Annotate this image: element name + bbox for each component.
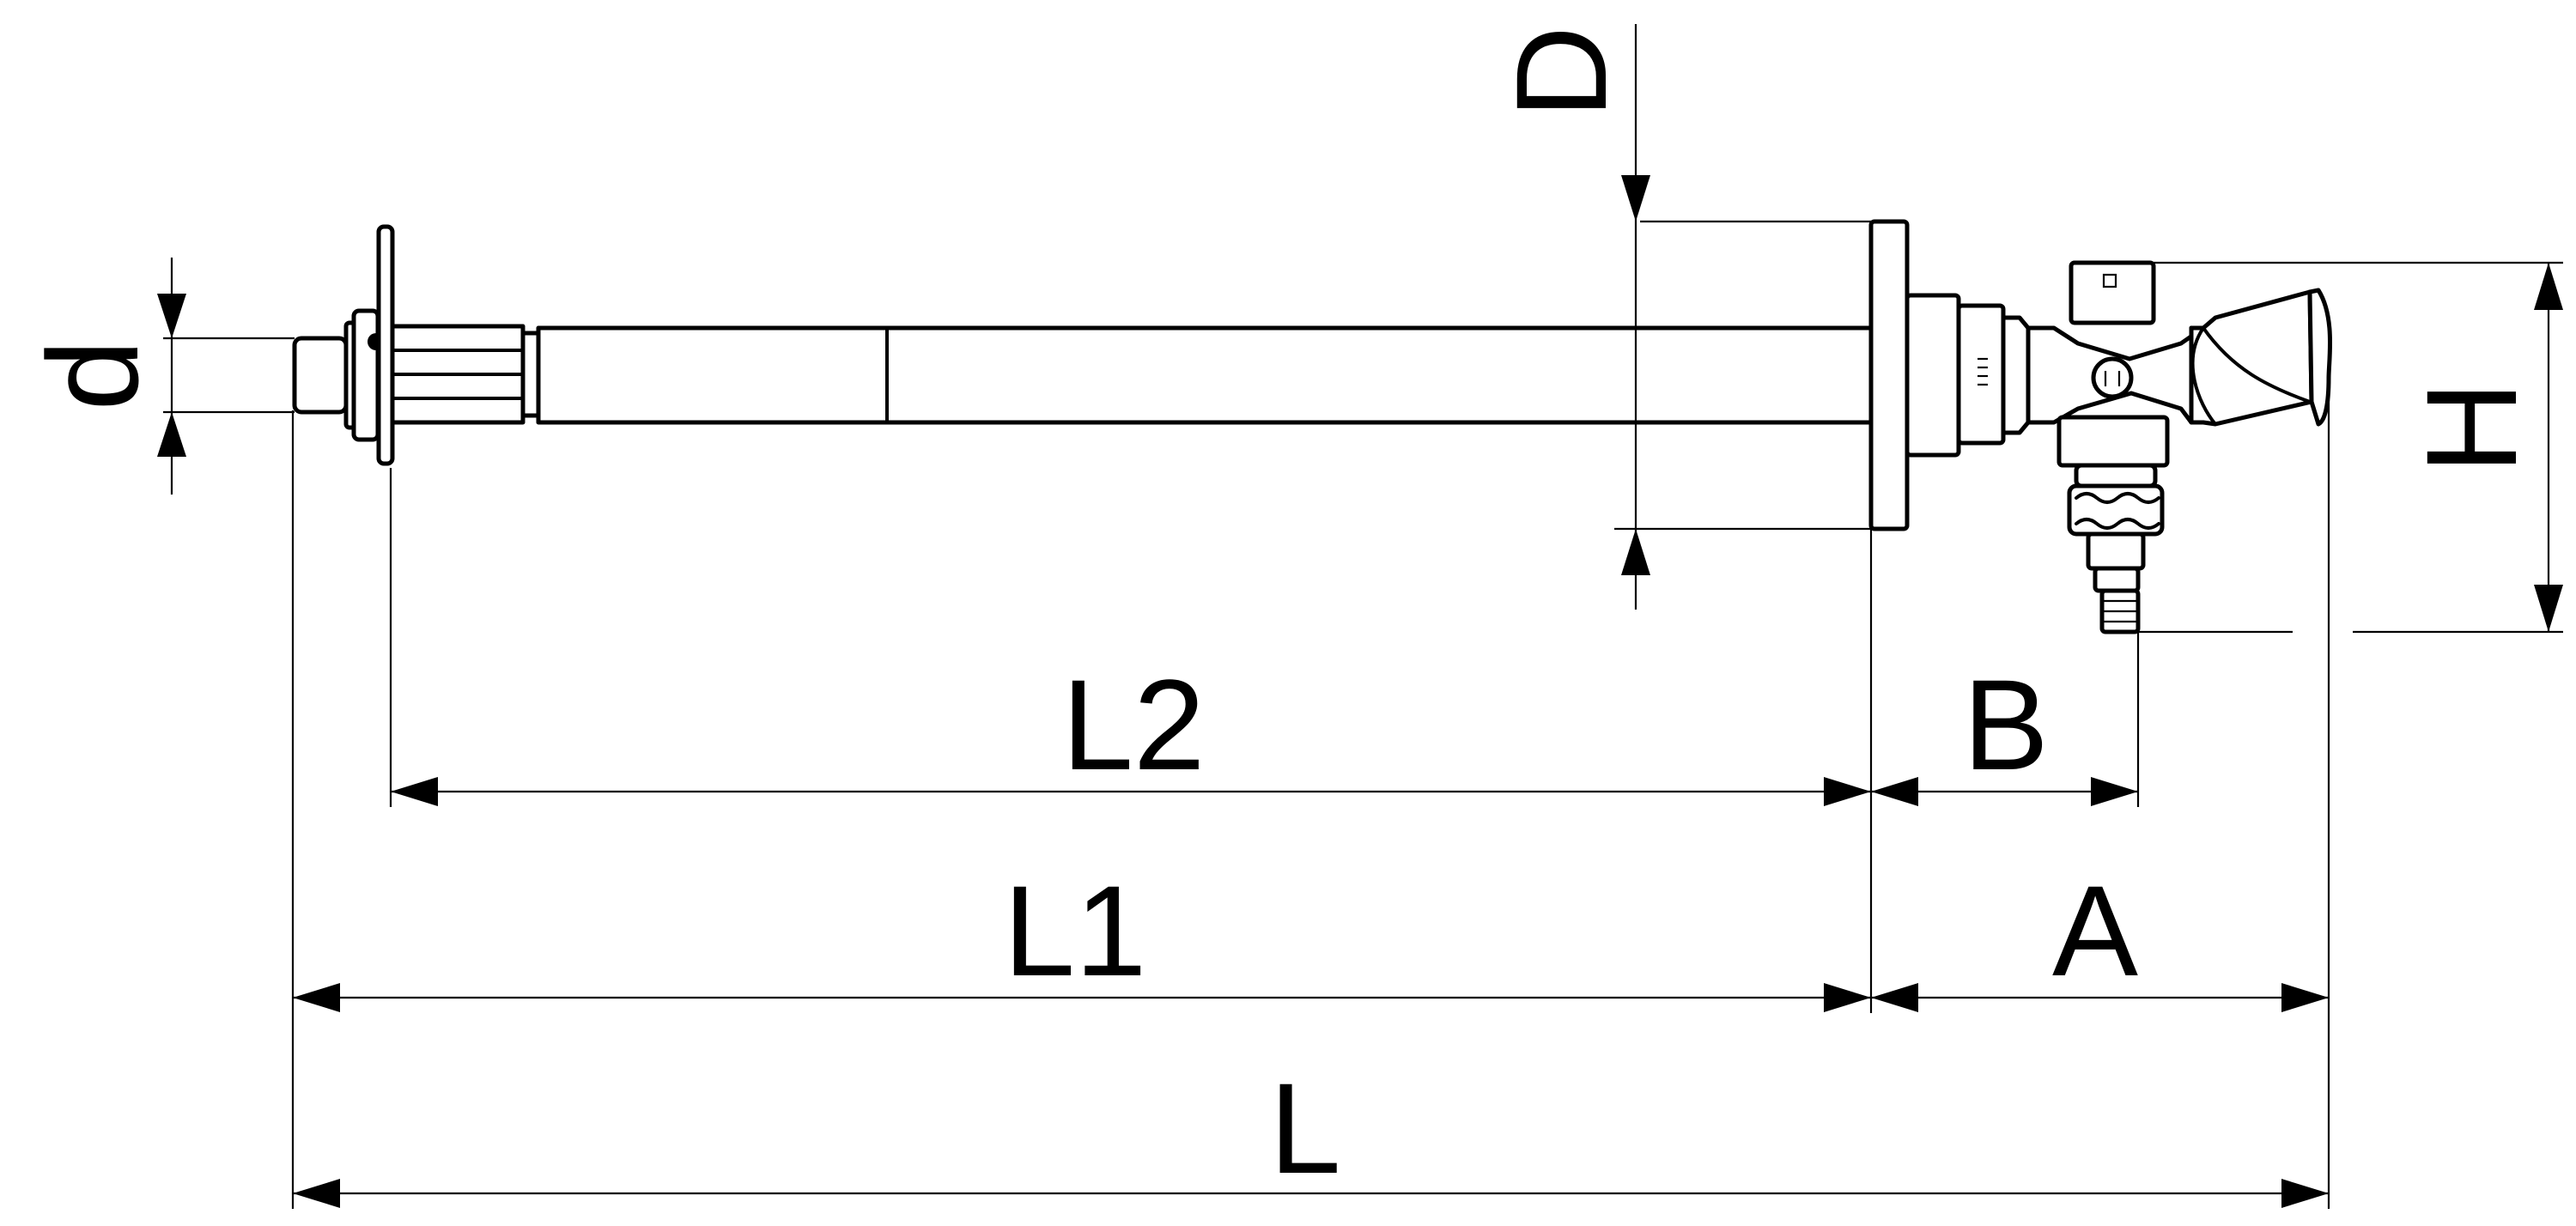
arrow-d-small-bottom [157,412,186,457]
arrow-l-right [2281,1179,2329,1208]
label-d-small: d [21,339,165,410]
arrow-l1-right [1824,983,1871,1012]
arrow-a-right [2281,983,2329,1012]
arrow-d-small-top [157,294,186,338]
label-b: B [1963,652,2049,797]
arrow-h-top [2534,263,2563,310]
faucet-body [292,219,2333,634]
arrow-b-left [1871,777,1918,806]
arrow-b-right [2091,777,2138,806]
arrow-d-bottom [1621,529,1650,575]
arrow-d-top [1621,175,1650,222]
label-a: A [2052,859,2138,1003]
label-l2: L2 [1062,652,1206,797]
arrow-h-bottom [2534,585,2563,632]
dimension-lines [157,24,2563,1209]
dimension-labels: L2 B L1 A L D H d [21,26,2543,1200]
arrow-a-left [1871,983,1918,1012]
label-l: L [1269,1056,1340,1200]
arrow-l-left [293,1179,340,1208]
arrow-l1-left [293,983,340,1012]
label-d-large: D [1489,26,1633,118]
arrow-l2-left [391,777,438,806]
arrow-l2-right [1824,777,1871,806]
label-l1: L1 [1004,859,1147,1003]
label-h: H [2399,381,2543,474]
